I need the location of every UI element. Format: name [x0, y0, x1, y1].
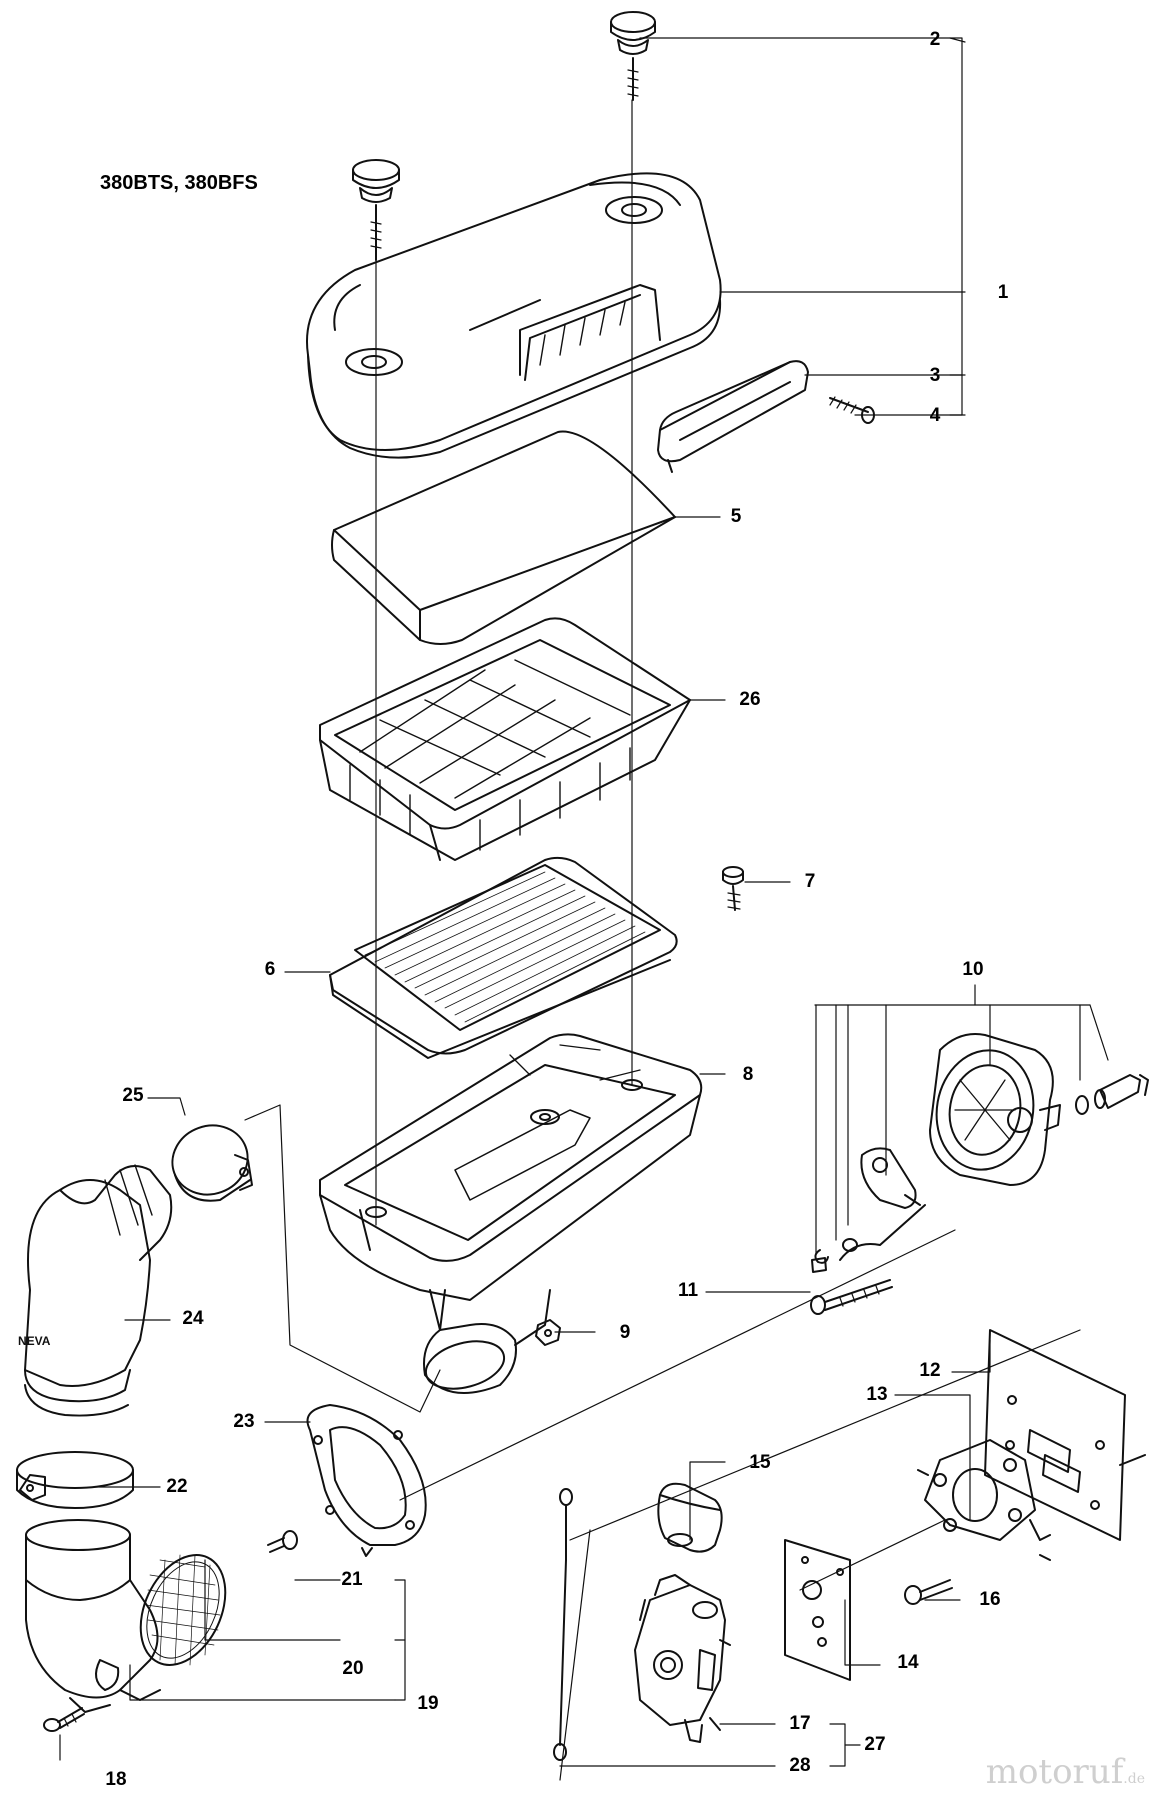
- part-nut-9: [535, 1319, 561, 1346]
- callout-20: 20: [342, 1658, 364, 1679]
- callout-13: 13: [866, 1384, 888, 1405]
- hose-brand-marking: NEVA: [18, 1334, 51, 1348]
- callout-4: 4: [929, 405, 941, 426]
- model-label: 380BTS, 380BFS: [100, 172, 258, 194]
- part-long-screw: [810, 1279, 893, 1315]
- part-knob-screw-left: [352, 159, 400, 261]
- callout-12: 12: [919, 1360, 941, 1381]
- part-filter-holder: [319, 617, 691, 861]
- part-clamp-22: [16, 1451, 134, 1509]
- callout-3: 3: [929, 365, 941, 386]
- part-gasket-14: [784, 1539, 851, 1681]
- callout-23: 23: [233, 1411, 255, 1432]
- callout-26: 26: [739, 689, 761, 710]
- callout-10: 10: [962, 959, 984, 980]
- part-filter-base: [319, 1033, 703, 1394]
- callout-6: 6: [264, 959, 276, 980]
- part-filter-cover: [306, 172, 722, 459]
- callout-21: 21: [341, 1569, 363, 1590]
- callout-18: 18: [105, 1769, 127, 1790]
- callout-28: 28: [789, 1755, 811, 1776]
- part-choke-assembly: [811, 1033, 1149, 1273]
- callout-2: 2: [929, 29, 941, 50]
- callout-17: 17: [789, 1713, 811, 1734]
- callout-14: 14: [897, 1652, 919, 1673]
- callout-5: 5: [730, 506, 742, 527]
- watermark-tld: .de: [1123, 1771, 1145, 1787]
- callout-7: 7: [804, 871, 816, 892]
- part-latch: [657, 360, 809, 473]
- part-carburettor: [634, 1574, 731, 1743]
- part-knob-screw-right: [610, 11, 656, 101]
- part-screw-16: [904, 1579, 953, 1605]
- callout-15: 15: [749, 1452, 771, 1473]
- part-clamp-25: [171, 1124, 253, 1202]
- callout-16: 16: [979, 1589, 1001, 1610]
- callout-27: 27: [864, 1734, 886, 1755]
- callout-9: 9: [619, 1322, 631, 1343]
- part-screw-4: [829, 396, 875, 424]
- part-intake-flange: [917, 1439, 1051, 1561]
- callout-11: 11: [677, 1280, 699, 1301]
- part-gasket-ring: [306, 1404, 427, 1557]
- callout-25: 25: [122, 1085, 144, 1106]
- part-prefilter: [331, 430, 676, 645]
- part-screw-18: [43, 1707, 85, 1732]
- watermark: motoruf.de: [986, 1752, 1145, 1792]
- watermark-name: motoruf: [985, 1752, 1124, 1792]
- part-cap-15: [657, 1482, 723, 1553]
- callout-19: 19: [417, 1693, 439, 1714]
- part-mesh-screen: [139, 1554, 227, 1666]
- callout-8: 8: [742, 1064, 754, 1085]
- callout-22: 22: [166, 1476, 188, 1497]
- part-screw-7: [722, 866, 744, 911]
- part-paper-filter: [329, 856, 678, 1059]
- part-intake-elbow: [25, 1519, 161, 1713]
- part-elbow-hose: [24, 1164, 173, 1417]
- callout-24: 24: [182, 1308, 204, 1329]
- leader-lines: [59, 37, 1109, 1781]
- part-screw-21: [267, 1530, 298, 1553]
- callout-1: 1: [997, 282, 1009, 303]
- part-gasket-12: [984, 1329, 1146, 1541]
- part-fuel-line: [553, 1488, 573, 1761]
